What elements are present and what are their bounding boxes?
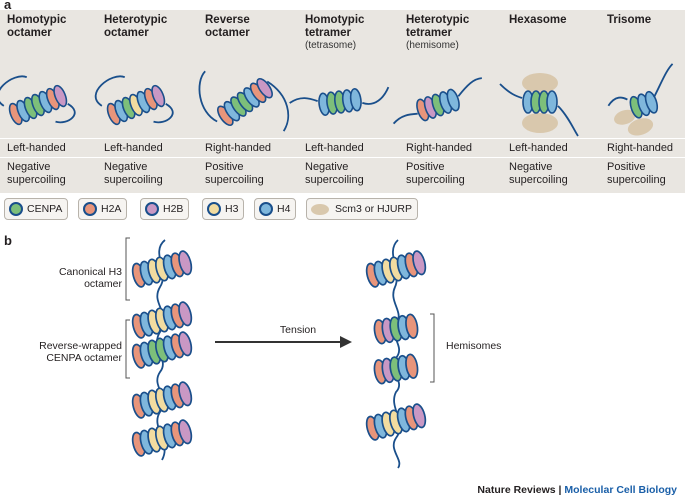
column-title: Trisome	[607, 14, 652, 26]
handedness-label: Left-handed	[104, 142, 163, 154]
handedness-label: Right-handed	[205, 142, 272, 154]
chaperone-icon	[311, 204, 329, 215]
journal-name: Nature Reviews	[477, 484, 556, 496]
h2b-histone-icon	[145, 202, 159, 216]
legend-item-h2a: H2A	[78, 198, 128, 220]
homotypic-tetramer-drawing	[289, 86, 390, 117]
bracket	[125, 237, 130, 301]
handedness-label: Left-handed	[7, 142, 66, 154]
column-title: Heterotypic octamer	[104, 14, 168, 39]
legend-label: CENPA	[27, 203, 63, 215]
handedness-label: Left-handed	[509, 142, 568, 154]
legend-item-chaperone: Scm3 or HJURP	[306, 198, 419, 220]
legend-label: H3	[225, 203, 239, 215]
cenpa-histone-icon	[9, 202, 23, 216]
supercoiling-label: Negative supercoiling	[7, 161, 66, 186]
separator: |	[555, 484, 565, 496]
journal-section: Molecular Cell Biology	[564, 484, 677, 496]
journal-credit: Nature Reviews | Molecular Cell Biology	[477, 484, 677, 496]
h3-octamer	[130, 381, 193, 419]
handedness-label: Right-handed	[607, 142, 674, 154]
supercoiling-label: Positive supercoiling	[406, 161, 465, 186]
supercoiling-label: Negative supercoiling	[509, 161, 568, 186]
tension-label: Tension	[279, 324, 317, 336]
hemisomes-label: Hemisomes	[446, 340, 502, 352]
bracket	[125, 319, 130, 379]
handedness-label: Right-handed	[406, 142, 473, 154]
h3-histone-icon	[207, 202, 221, 216]
reverse-cenpa-octamer-label: Reverse-wrapped CENPA octamer	[39, 340, 122, 364]
heterotypic-octamer-drawing	[94, 75, 174, 127]
legend-label: H2B	[163, 203, 184, 215]
row-divider	[0, 138, 685, 139]
column-title: Heterotypic tetramer	[406, 14, 470, 39]
panel-a-letter: a	[4, 0, 12, 12]
handedness-label: Left-handed	[305, 142, 364, 154]
heterotypic-tetramer-drawing	[392, 77, 482, 125]
reverse-octamer-drawing	[198, 70, 290, 132]
h4-histone-icon	[259, 202, 273, 216]
column-title: Hexasome	[509, 14, 567, 26]
row-divider	[0, 157, 685, 158]
bracket	[430, 313, 435, 383]
h3-octamer	[130, 419, 193, 457]
trisome-drawing	[607, 63, 674, 136]
hexasome-drawing	[499, 73, 579, 137]
chaperone-icon	[522, 113, 558, 133]
chaperone-icon	[614, 109, 636, 125]
column-title: Homotypic tetramer	[305, 14, 365, 39]
chaperone-icon	[627, 118, 654, 136]
supercoiling-label: Negative supercoiling	[305, 161, 364, 186]
supercoiling-label: Positive supercoiling	[205, 161, 264, 186]
legend-label: Scm3 or HJURP	[335, 203, 413, 215]
legend-item-h2b: H2B	[140, 198, 190, 220]
supercoiling-label: Positive supercoiling	[607, 161, 666, 186]
legend-label: H2A	[101, 203, 122, 215]
legend-item-h3: H3	[202, 198, 245, 220]
column-title: Reverse octamer	[205, 14, 250, 39]
homotypic-octamer-drawing	[0, 75, 76, 127]
h2a-histone-icon	[83, 202, 97, 216]
legend-item-h4: H4	[254, 198, 297, 220]
arrow-head-icon	[340, 336, 352, 348]
legend-label: H4	[277, 203, 291, 215]
hemisome	[373, 313, 420, 344]
supercoiling-label: Negative supercoiling	[104, 161, 163, 186]
hemisome	[373, 353, 420, 384]
panel-a: Homotypic octamer Left-handed Negative s…	[0, 10, 685, 193]
nucleosome-illustrations	[0, 63, 674, 137]
chromatin-fibers	[125, 237, 435, 469]
legend-item-cenpa: CENPA	[4, 198, 69, 220]
chaperone-icon	[522, 73, 558, 93]
panel-b-letter: b	[4, 233, 12, 248]
canonical-octamer-label: Canonical H3 octamer	[58, 266, 122, 290]
column-title: Homotypic octamer	[7, 14, 67, 39]
column-subtitle: (hemisome)	[406, 40, 459, 51]
column-subtitle: (tetrasome)	[305, 40, 357, 51]
